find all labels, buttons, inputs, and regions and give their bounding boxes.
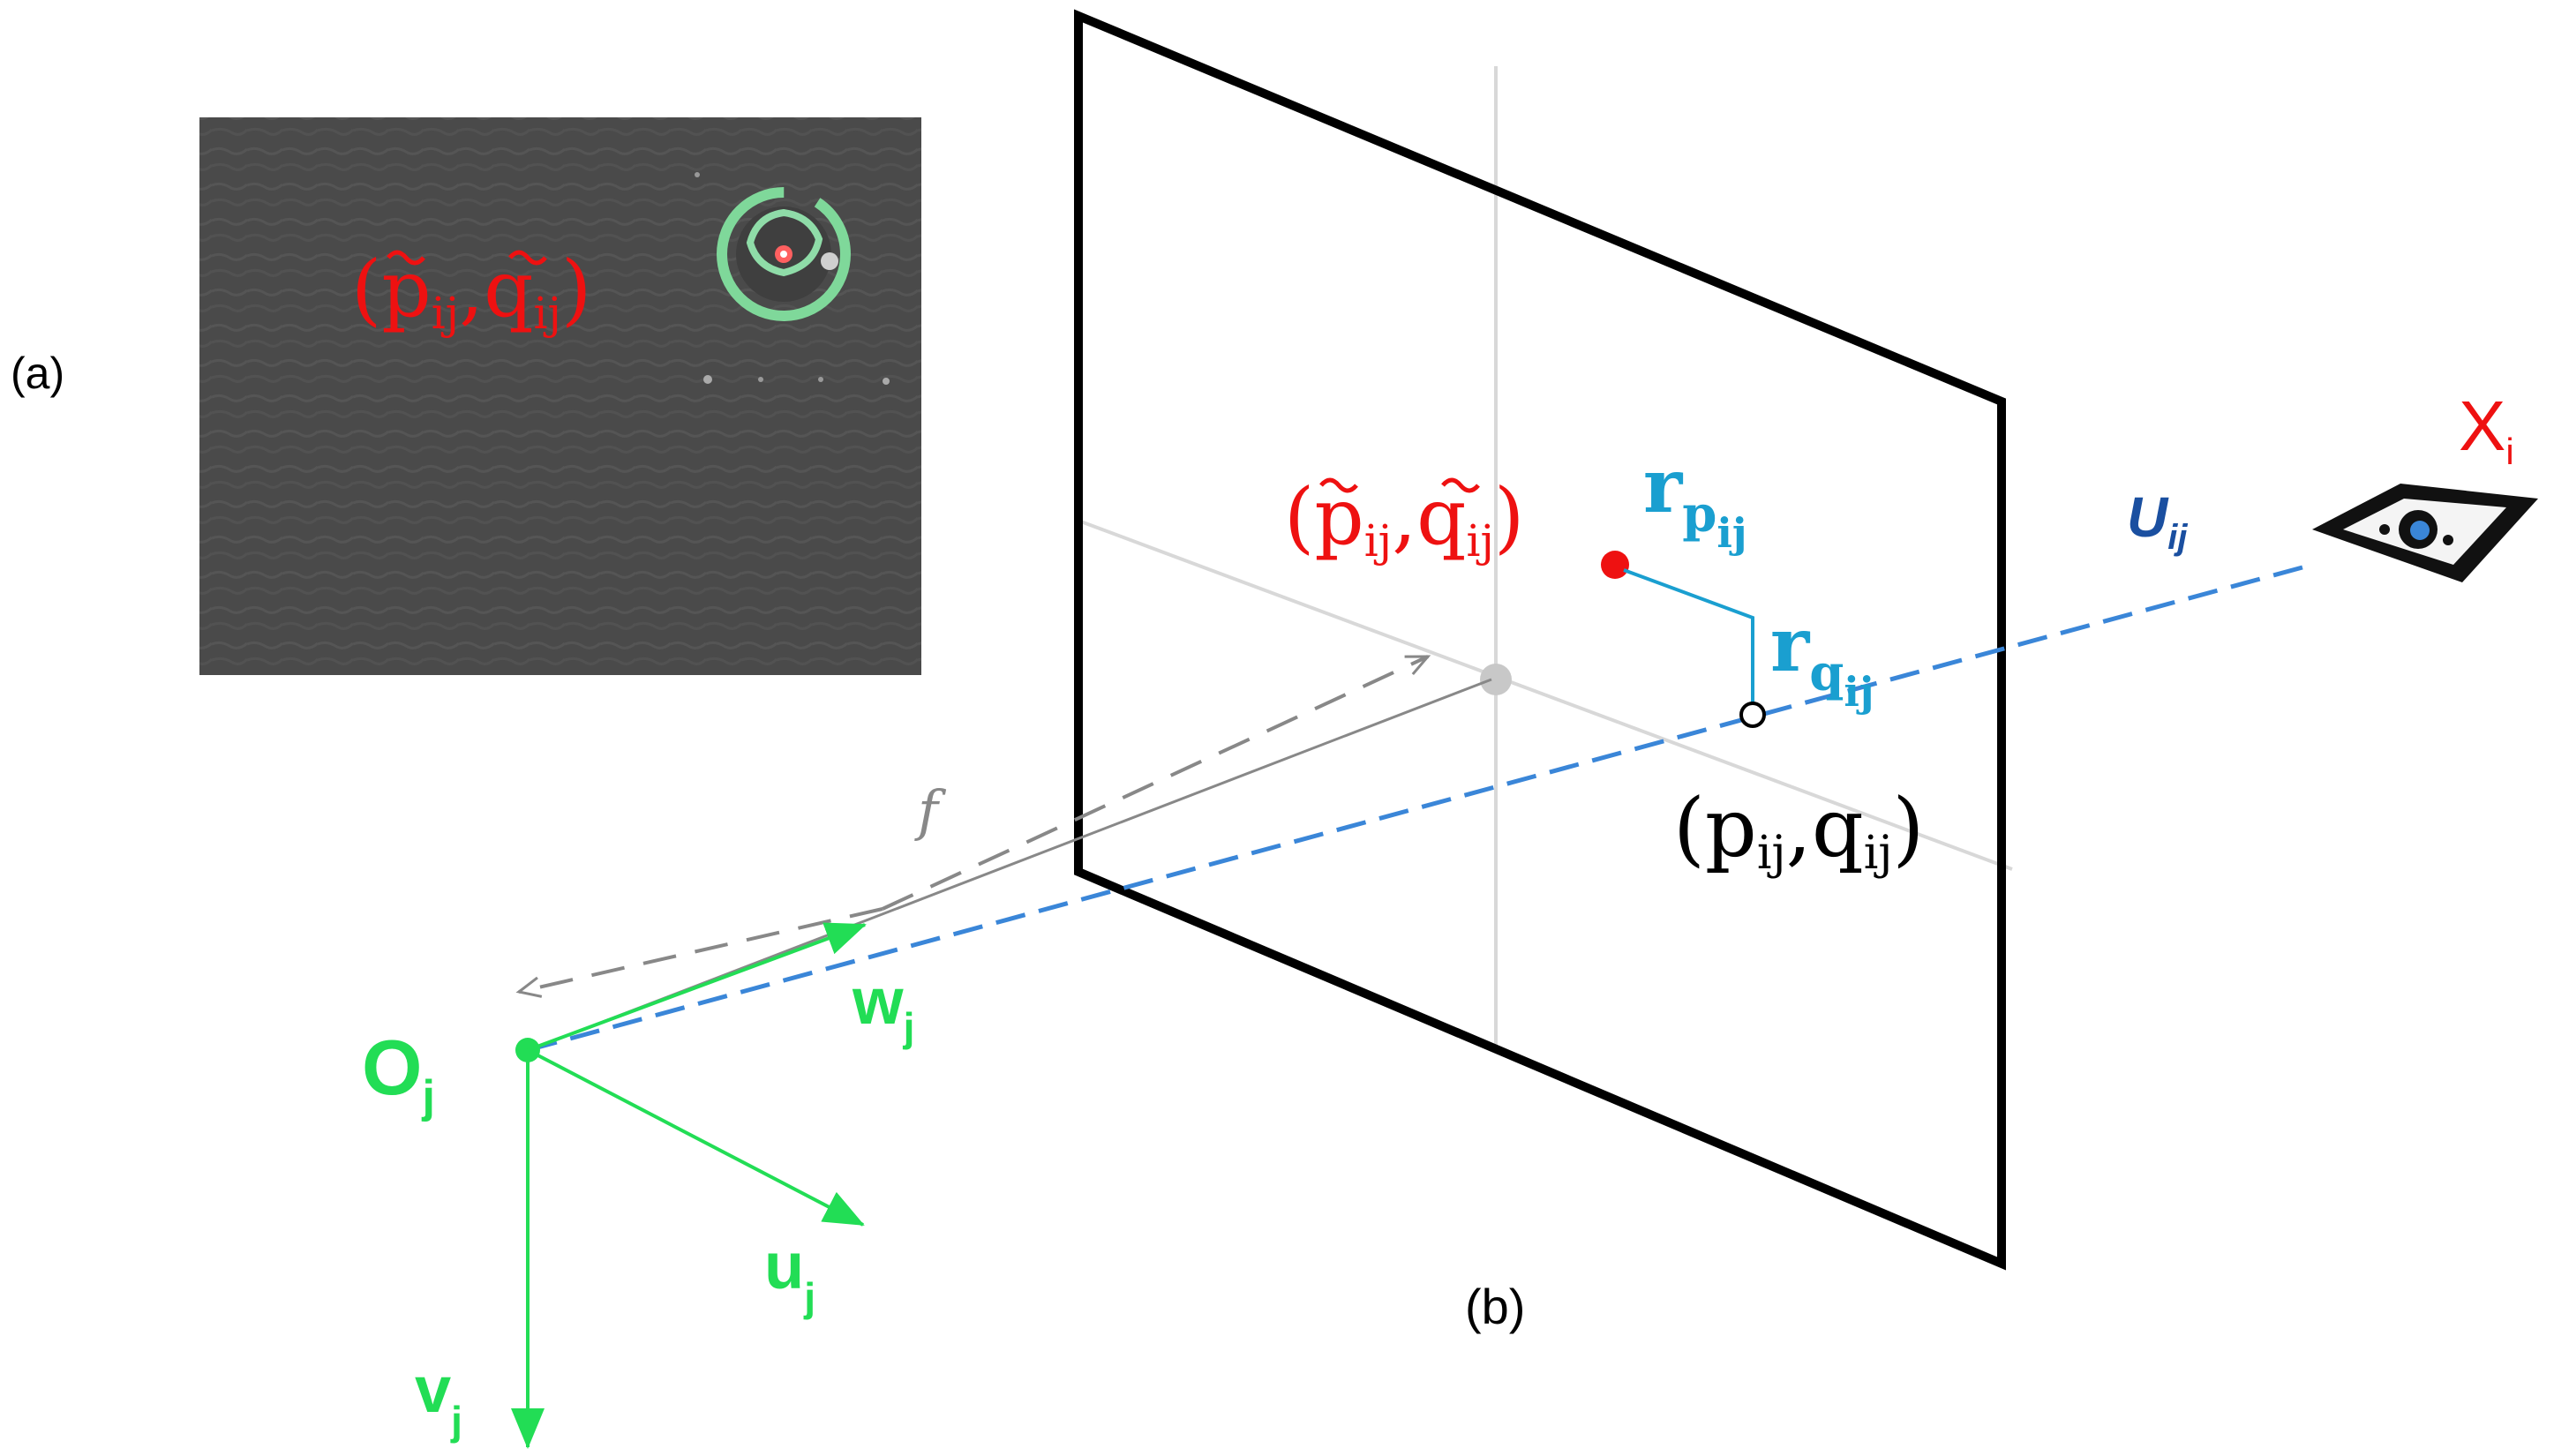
measured-point-label: (pij,qij) [1284,471,1524,567]
tilde-mark [1441,477,1480,493]
photo-background [199,117,921,675]
u-axis-arrow [527,1048,865,1227]
origin-label: Oj [362,1024,435,1122]
v-axis-label: vj [415,1353,462,1444]
photo-dot [703,375,712,384]
photo-measured-label: (pij,qij) [351,244,591,339]
photo-target-icon [717,187,851,321]
u-axis-label: uj [764,1229,815,1320]
plane-horizontal-axis [1078,519,2013,871]
focal-length-arrow [882,655,1431,911]
panel-a-label: (a) [11,349,64,398]
target-marker-icon [2312,484,2538,582]
ray-label: Uij [2127,485,2188,557]
tilde-mark [387,250,425,266]
residual-q-label: rqij [1770,601,1874,716]
focal-length-arrow [515,907,883,998]
w-axis-label: wj [852,964,914,1050]
w-axis-arrow [527,922,867,1052]
projected-point-label: (pij,qij) [1673,781,1924,880]
target-label: Xi [2459,387,2514,472]
focal-length-label: f [914,778,947,843]
residual-lines [1623,568,1754,713]
panel-a-photo: (pij,qij) [199,117,921,675]
photo-dot [758,377,763,382]
principal-point [1480,664,1512,695]
projected-point [1739,702,1766,728]
photo-dot [695,172,700,177]
tilde-mark [508,250,547,266]
tilde-mark [1319,477,1358,493]
image-plane [1074,9,2006,1271]
photo-dot [818,377,823,382]
residual-p-label: rpij [1643,442,1747,557]
panel-b-label: (b) [1465,1279,1525,1334]
photo-dot [883,378,890,385]
measured-point [1601,551,1629,579]
